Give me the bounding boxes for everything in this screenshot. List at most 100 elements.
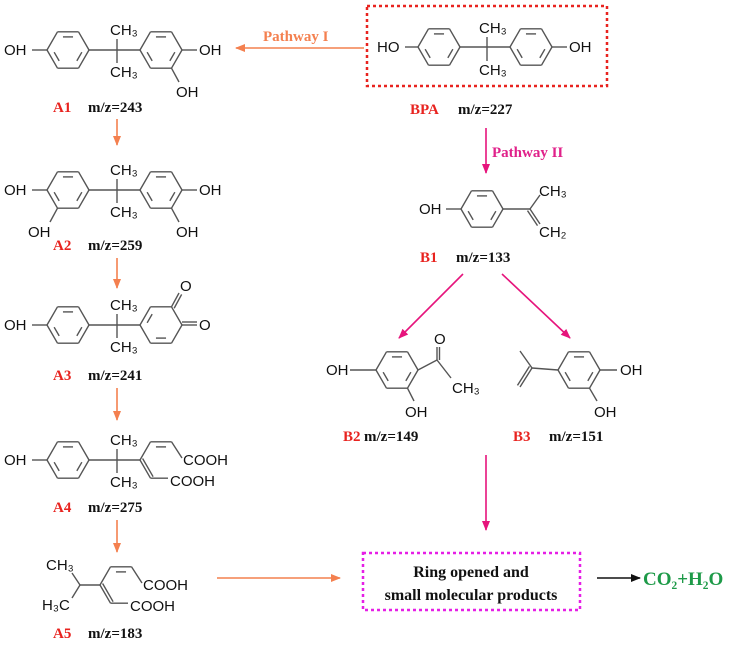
bond xyxy=(170,306,183,326)
bond xyxy=(46,459,59,479)
bpa-atom: CH₃ xyxy=(479,20,507,37)
b2-id: B2 xyxy=(343,429,361,445)
bond xyxy=(448,28,461,48)
bond xyxy=(101,583,114,603)
a5-atom: COOH xyxy=(143,577,188,594)
bond xyxy=(46,441,59,461)
pathway-1-label: Pathway I xyxy=(263,29,329,45)
a5-atom: H₃C xyxy=(42,597,70,614)
bond xyxy=(406,387,415,402)
bond xyxy=(375,351,388,371)
bpa-atom: OH xyxy=(569,39,592,56)
bond xyxy=(448,46,461,66)
bond xyxy=(46,324,59,344)
a4-atom: CH₃ xyxy=(110,432,138,449)
b1-atom: OH xyxy=(419,201,442,218)
pathway-2-label: Pathway II xyxy=(492,145,563,161)
bond xyxy=(170,324,183,344)
bond xyxy=(141,458,154,478)
b2-atom: CH₃ xyxy=(452,380,480,397)
a1-mz: m/z=243 xyxy=(88,100,142,116)
a4-atom: COOH xyxy=(183,452,228,469)
bpa-highlight-box xyxy=(365,4,609,88)
bpa-atom: HO xyxy=(377,39,400,56)
bond xyxy=(169,191,176,202)
a3-id: A3 xyxy=(53,368,71,384)
bond xyxy=(170,171,183,191)
bond xyxy=(77,324,90,344)
bond xyxy=(130,566,143,584)
bond xyxy=(169,51,176,62)
a3-atom: OH xyxy=(4,317,27,334)
products-line-1: Ring opened and xyxy=(413,564,529,581)
b2-atom: OH xyxy=(326,362,349,379)
bond xyxy=(170,31,183,51)
bond xyxy=(77,31,90,51)
b3-id: B3 xyxy=(513,429,531,445)
b3-atom: OH xyxy=(620,362,643,379)
bond xyxy=(46,189,59,209)
a4-atom: OH xyxy=(4,452,27,469)
a1-atom: CH₃ xyxy=(110,64,138,81)
bond xyxy=(139,171,152,191)
bond xyxy=(490,210,497,221)
b1-to-b2-arrow xyxy=(398,273,464,339)
bond xyxy=(540,28,553,48)
bond xyxy=(170,207,180,223)
bond xyxy=(170,67,180,83)
a2-id: A2 xyxy=(53,238,71,254)
bond xyxy=(139,189,152,209)
bond xyxy=(53,326,60,337)
a5-id: A5 xyxy=(53,626,71,642)
bond xyxy=(460,190,473,210)
a1-atom: OH xyxy=(4,42,27,59)
bond xyxy=(509,28,522,48)
bond xyxy=(424,48,431,59)
bond xyxy=(519,367,533,388)
bond xyxy=(53,51,60,62)
a1-id: A1 xyxy=(53,100,71,116)
a1-atom: OH xyxy=(199,42,222,59)
bond xyxy=(417,28,430,48)
a2-atom: OH xyxy=(4,182,27,199)
bond xyxy=(139,306,152,326)
a1-atom: OH xyxy=(176,84,199,101)
a3-atom: O xyxy=(180,278,192,295)
bond xyxy=(139,324,152,344)
bond xyxy=(71,584,81,599)
bond xyxy=(77,189,90,209)
bond xyxy=(76,191,83,202)
products-box xyxy=(361,551,582,612)
a4-atom: CH₃ xyxy=(110,474,138,491)
b1-atom: CH₂ xyxy=(539,224,567,241)
a2-atom: CH₃ xyxy=(110,162,138,179)
bond xyxy=(519,350,533,369)
bond xyxy=(77,441,90,461)
bond xyxy=(406,369,419,389)
bond xyxy=(467,210,474,221)
bond xyxy=(76,51,83,62)
bond xyxy=(49,207,59,223)
products-line-2: small molecular products xyxy=(385,587,558,604)
bond xyxy=(529,194,541,210)
bond xyxy=(588,369,601,389)
bond xyxy=(53,461,60,472)
bond xyxy=(46,171,59,191)
bond xyxy=(540,46,553,66)
bond xyxy=(460,208,473,228)
bond xyxy=(146,191,153,202)
bond xyxy=(170,292,180,308)
a2-atom: OH xyxy=(28,224,51,241)
b2-atom: OH xyxy=(405,404,428,421)
a3-mz: m/z=241 xyxy=(88,368,142,384)
bond xyxy=(46,306,59,326)
a5-atom: COOH xyxy=(130,598,175,615)
bond xyxy=(531,367,559,371)
b1-to-b3-arrow xyxy=(501,273,571,339)
b2-mz: m/z=149 xyxy=(364,429,418,445)
bond xyxy=(417,46,430,66)
bond xyxy=(491,190,504,210)
bond xyxy=(382,371,389,382)
